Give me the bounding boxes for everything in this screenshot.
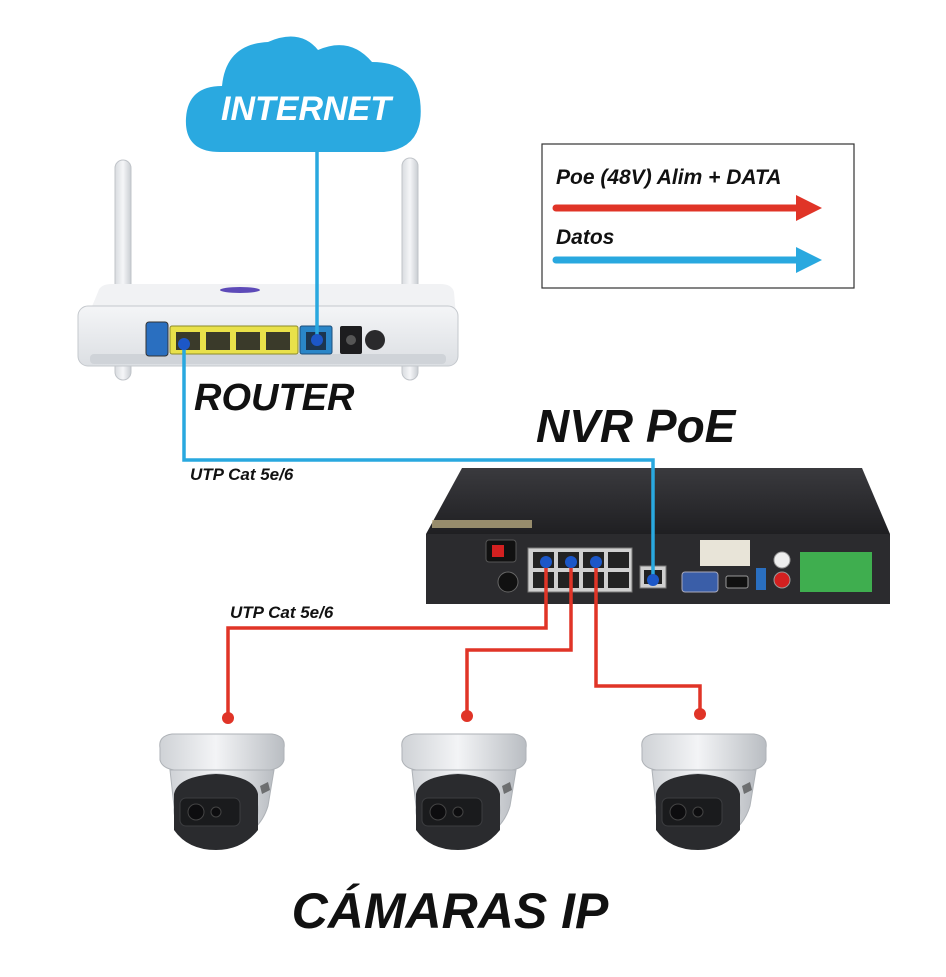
cable-nvr-camera-1 (226, 562, 548, 718)
data-cables (178, 152, 659, 586)
legend-item-poe-label: Poe (48V) Alim + DATA (556, 166, 781, 189)
internet-cloud: INTERNET (185, 36, 421, 152)
cloud-icon (185, 36, 421, 152)
dome-camera-icon (641, 733, 767, 851)
dome-camera-icon (159, 733, 285, 851)
cloud-label: INTERNET (221, 90, 394, 128)
cable-nvr-camera-3 (594, 562, 702, 714)
cable-label-nvr-cameras: UTP Cat 5e/6 (230, 603, 334, 622)
legend-item-data-label: Datos (556, 226, 614, 249)
nvr-icon (426, 468, 890, 604)
router-label: ROUTER (194, 377, 355, 419)
cable-label-router-nvr: UTP Cat 5e/6 (190, 465, 294, 484)
nvr-label: NVR PoE (536, 400, 737, 452)
cable-nvr-camera-2 (465, 562, 573, 716)
dome-camera-icon (401, 733, 527, 851)
cameras-label: CÁMARAS IP (292, 883, 609, 939)
legend: Poe (48V) Alim + DATA Datos (541, 143, 855, 289)
legend-arrow-poe (552, 195, 822, 221)
poe-cables (222, 556, 706, 724)
cable-router-nvr (182, 344, 655, 580)
router-icon (77, 157, 459, 381)
legend-arrow-data (552, 247, 822, 273)
